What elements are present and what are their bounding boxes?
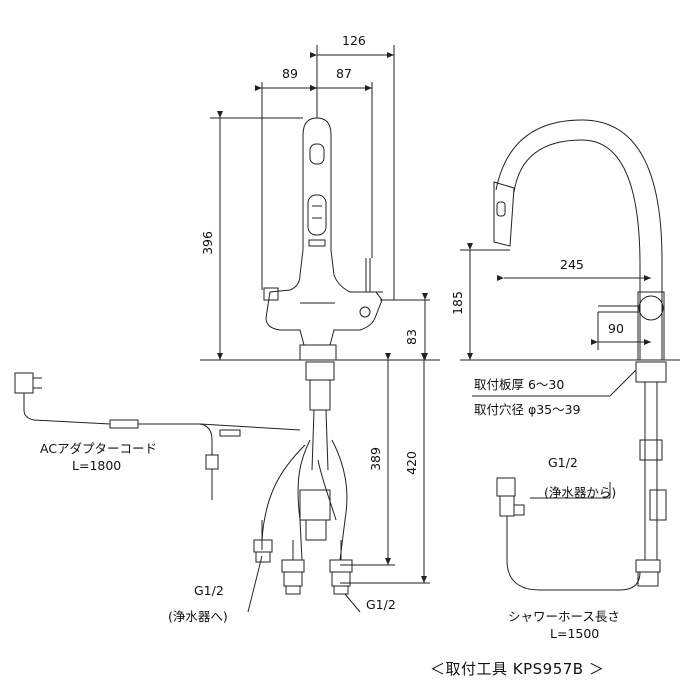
dim-185: 185 [449, 291, 465, 315]
dim-89: 89 [282, 66, 298, 81]
dim-90: 90 [608, 321, 624, 336]
front-dimensions [210, 45, 430, 613]
hose-length: L=1500 [550, 626, 600, 641]
mount-hole: 取付穴径 φ35～39 [474, 402, 581, 417]
g12-bottom: G1/2 [366, 597, 396, 612]
to-filter: (浄水器へ) [168, 609, 228, 624]
dim-83: 83 [403, 329, 419, 345]
ac-adapter-length: L=1800 [72, 458, 122, 473]
shower-hose [496, 477, 641, 591]
mount-thickness: 取付板厚 6～30 [474, 377, 565, 392]
hose-title: シャワーホース長さ [508, 609, 620, 624]
side-dimensions [460, 243, 651, 499]
from-filter: (浄水器から) [544, 485, 617, 500]
g12-right: G1/2 [548, 455, 578, 470]
dim-87: 87 [336, 66, 352, 81]
dim-420: 420 [403, 451, 419, 475]
ac-adapter [14, 372, 301, 500]
side-faucet-body [493, 119, 667, 587]
front-under-counter [253, 361, 353, 595]
dim-396: 396 [199, 231, 215, 255]
ac-adapter-title: ACアダプターコード [40, 441, 158, 456]
g12-left: G1/2 [194, 583, 224, 598]
dim-245: 245 [560, 257, 584, 272]
front-faucet-body [263, 117, 383, 361]
footer-tool-note: ＜取付工具 KPS957B ＞ [430, 660, 605, 678]
dim-126: 126 [342, 33, 366, 48]
dim-389: 389 [367, 447, 383, 471]
